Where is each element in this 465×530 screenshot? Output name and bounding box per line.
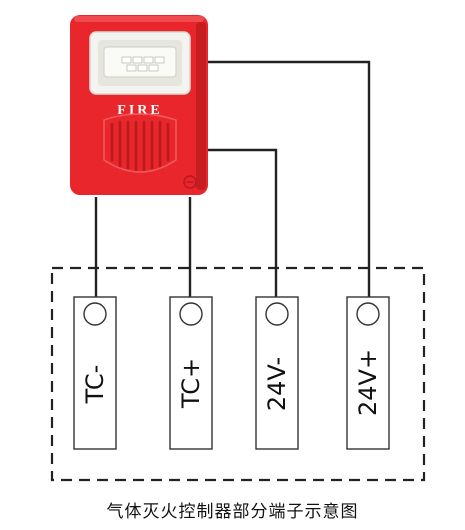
controller-boundary — [50, 266, 426, 482]
terminal-label-tc-plus: TC+ — [177, 357, 205, 408]
terminal-label-tc-minus: TC- — [81, 364, 109, 404]
terminal-label-24v-minus: 24V- — [263, 356, 291, 412]
screw-24v-minus — [265, 302, 289, 326]
led-cluster — [121, 56, 165, 72]
wire-24v-plus — [205, 60, 371, 302]
wires — [94, 60, 371, 302]
screw-tc-minus — [83, 302, 107, 326]
terminal-blocks — [73, 296, 390, 450]
speaker-grille — [110, 120, 170, 172]
fire-alarm-device: FIRE — [70, 15, 208, 195]
screw-24v-plus — [356, 302, 380, 326]
device-emblem — [183, 175, 197, 189]
grille-frame — [103, 113, 177, 173]
device-top-edge — [74, 16, 204, 22]
terminal-label-24v-plus: 24V+ — [354, 348, 382, 416]
wire-24v-minus — [205, 148, 278, 302]
device-shadow-side — [196, 22, 206, 190]
terminal-24v-plus — [346, 296, 390, 450]
diagram-caption: 气体灭火控制器部分端子示意图 — [106, 502, 359, 522]
terminal-screws — [83, 302, 380, 326]
screw-tc-plus — [179, 302, 203, 326]
